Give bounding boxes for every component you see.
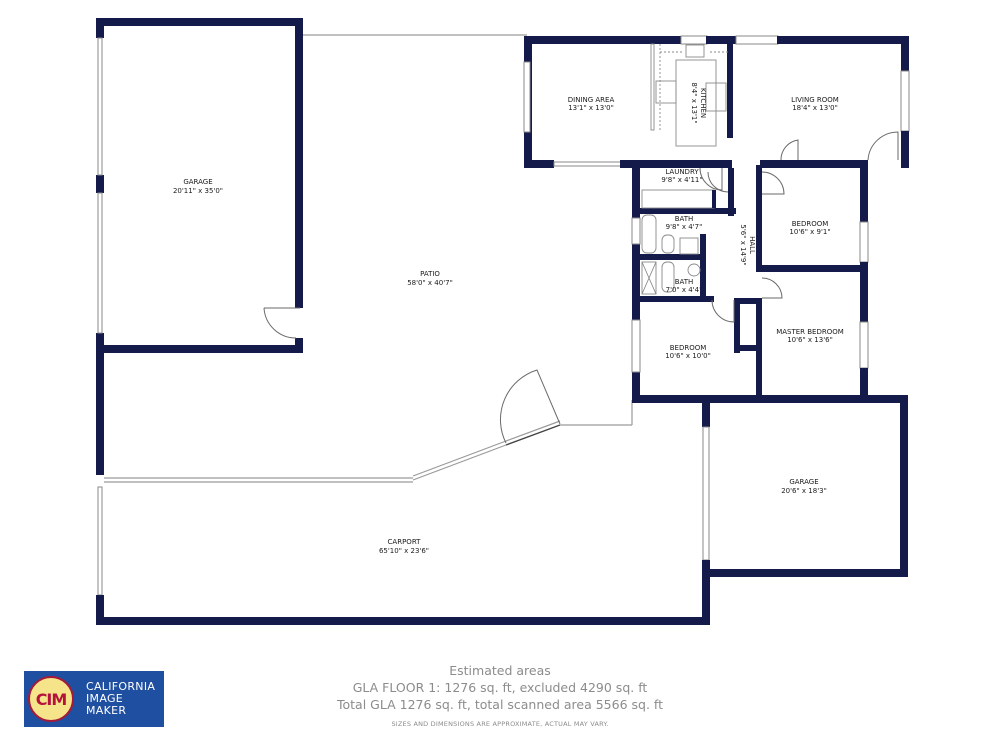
company-logo: CIM CALIFORNIA IMAGE MAKER [24,671,164,727]
room-dims: 9'8" x 4'7" [666,223,703,231]
room-dims: 58'0" x 40'7" [407,279,453,287]
room-label: MASTER BEDROOM [776,328,844,336]
logo-line-1: CALIFORNIA [86,680,156,693]
logo-line-2: IMAGE [86,692,124,705]
room-label: LAUNDRY [665,168,699,176]
room-dims: 20'11" x 35'0" [173,187,223,195]
room-bedroom-wing: LAUNDRY 9'8" x 4'11" BATH 9'8" x 4'7" BA… [631,160,908,403]
room-garage-west: GARAGE 20'11" x 35'0" [96,18,303,353]
room-dims: 10'6" x 10'0" [665,352,711,360]
room-garage-east: GARAGE 20'6" x 18'3" [702,395,908,625]
room-dims: 10'6" x 13'6" [787,336,833,344]
room-label: GARAGE [789,478,818,486]
room-dims: 18'4" x 13'0" [792,104,838,112]
room-label: BATH [675,215,694,223]
room-label: BEDROOM [792,220,829,228]
room-label: BEDROOM [670,344,707,352]
room-label: GARAGE [183,178,212,186]
room-dims: 5'6" x 14'9" [739,224,747,265]
room-label: LIVING ROOM [791,96,839,104]
room-dims: 8'4" x 13'1" [690,82,698,123]
room-dims: 10'6" x 9'1" [789,228,830,236]
room-label: BATH [675,278,694,286]
summary-title: Estimated areas [449,663,551,678]
disclaimer: SIZES AND DIMENSIONS ARE APPROXIMATE, AC… [391,720,609,728]
logo-line-3: MAKER [86,704,127,717]
patio-outline: PATIO 58'0" x 40'7" CARPORT 65'10" x 23'… [96,34,710,625]
room-label: HALL [748,236,756,254]
room-dining-kitchen-living: DINING AREA 13'1" x 13'0" KITCHEN 8'4" x… [523,35,910,168]
summary-gla-floor: GLA FLOOR 1: 1276 sq. ft, excluded 4290 … [352,680,648,695]
room-dims: 9'8" x 4'11" [661,176,702,184]
area-summary: Estimated areas GLA FLOOR 1: 1276 sq. ft… [300,662,700,728]
logo-initials: CIM [35,689,68,709]
floor-plan: GARAGE 20'11" x 35'0" PATIO 58'0" x 40'7… [96,18,910,625]
room-dims: 7'0" x 4'4" [666,286,703,294]
room-label: KITCHEN [699,88,707,118]
logo-badge: CIM [28,676,74,722]
room-dims: 20'6" x 18'3" [781,487,827,495]
room-label: DINING AREA [568,96,615,104]
logo-wordmark: CALIFORNIA IMAGE MAKER [86,681,155,717]
room-label: CARPORT [388,538,422,546]
room-dims: 13'1" x 13'0" [568,104,614,112]
room-dims: 65'10" x 23'6" [379,547,429,555]
room-label: PATIO [420,270,440,278]
summary-total: Total GLA 1276 sq. ft, total scanned are… [337,697,663,712]
